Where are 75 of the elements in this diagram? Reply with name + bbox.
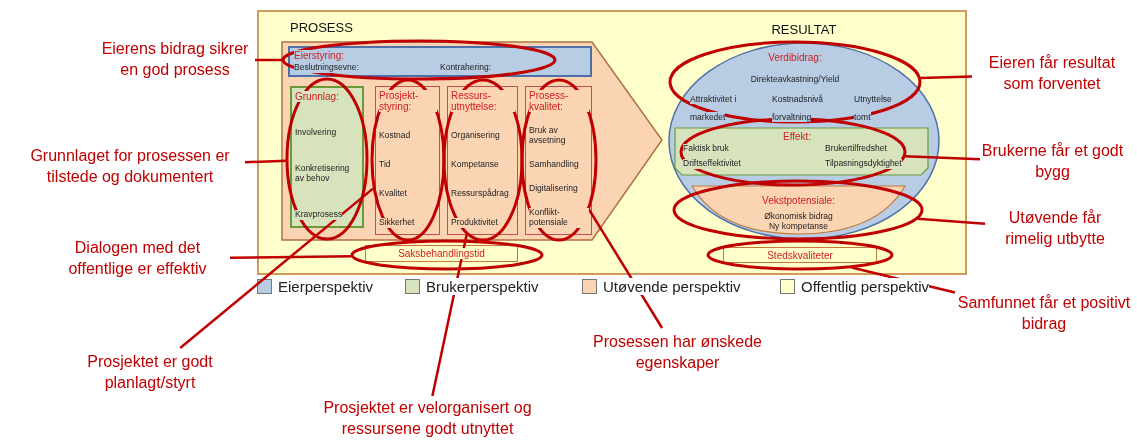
item-text: Samhandling (529, 160, 579, 170)
item-text: Driftseffektivitet (683, 159, 741, 169)
category-box (288, 46, 592, 77)
box-heading: Ressurs-utnyttelse: (451, 90, 515, 112)
callout-text: Brukerne får et godt bygg (980, 138, 1125, 186)
highlight-ellipse (369, 78, 446, 242)
legend-label: Utøvende perspektiv (603, 278, 741, 295)
category-band (692, 186, 905, 234)
category-box (290, 86, 364, 228)
leader-line (179, 187, 374, 349)
item-text: Kravprosess (295, 210, 343, 220)
highlight-ellipse (519, 78, 598, 242)
box-heading: Prosess-kvalitet: (529, 90, 589, 112)
section-heading: PROSESS (290, 20, 353, 35)
item-text: Faktisk bruk (683, 144, 729, 154)
item-text: Ny kompetanse (768, 221, 829, 231)
item-text: Kontrahering: (440, 63, 492, 73)
leader-line (255, 58, 282, 62)
leader-line (917, 217, 986, 226)
legend-label: Offentlig perspektiv (801, 278, 930, 295)
callout-text: Eieren får resultat som forventet (972, 50, 1132, 98)
item-text: Tilpasningsdyktighet (825, 159, 902, 169)
legend-label: Eierperspektiv (278, 278, 374, 295)
box-heading: Effekt: (783, 131, 812, 142)
highlight-ellipse (706, 239, 894, 271)
legend-label: Brukerperspektiv (426, 278, 539, 295)
category-box (723, 247, 877, 263)
highlight-ellipse (672, 179, 924, 241)
leader-line (587, 208, 664, 329)
category-box (447, 86, 518, 235)
box-heading: Verdibidrag: (768, 52, 822, 63)
callout-text: Prosessen har ønskede egenskaper (585, 328, 770, 378)
item-text: Digitalisering (529, 184, 578, 195)
leader-line (431, 234, 468, 397)
highlight-ellipse (350, 239, 544, 271)
item-text: Kvalitet (379, 189, 407, 199)
item-text: Direkteavkastning/Yield (750, 74, 840, 84)
item-text: Organisering (451, 131, 500, 141)
item-text: Involvering (295, 128, 337, 139)
callout-text: Dialogen med det offentlige er effektiv (45, 235, 230, 283)
box-heading: Prosjekt-styring: (379, 90, 437, 112)
item-text: Økonomisk bidrag (764, 211, 833, 221)
item-text: Tid (379, 160, 391, 170)
highlight-ellipse (281, 39, 557, 81)
callout-text: Utøvende får rimelig utbytte (985, 205, 1125, 253)
leader-line (230, 254, 352, 260)
box-heading: Eierstyring: (294, 50, 344, 61)
section-heading: RESULTAT (771, 22, 837, 37)
callout-text: Samfunnet får et positivt bidrag (955, 290, 1133, 338)
category-box (375, 86, 440, 235)
category-band (675, 128, 928, 175)
leader-line (905, 155, 981, 161)
leader-line (920, 75, 973, 80)
item-text: Produktivitet (451, 218, 498, 228)
item-text: Sikkerhet (379, 218, 415, 228)
item-text: Kostnad (379, 131, 411, 141)
box-heading: Grunnlag: (295, 91, 339, 102)
box-heading: Stedskvaliteter (767, 249, 833, 261)
category-box (365, 245, 518, 262)
callout-text: Prosjektet er velorganisert og ressursene godt utnyttet (300, 396, 555, 442)
item-text: Ressurspådrag (451, 189, 509, 199)
highlight-ellipse (285, 77, 369, 241)
item-text: Konflikt-potensiale (529, 208, 589, 228)
item-text: Brukertilfredshet (825, 144, 887, 154)
highlight-ellipse (441, 78, 524, 242)
category-box (525, 86, 592, 235)
callout-text: Prosjektet er godt planlagt/styrt (85, 348, 215, 398)
leader-line (244, 159, 287, 164)
item-text: Kompetanse (451, 160, 499, 170)
highlight-ellipse (668, 40, 922, 124)
item-text: Beslutningsevne: (294, 63, 359, 73)
callout-text: Eierens bidrag sikrer en god prosess (95, 36, 255, 84)
box-heading: Vekstpotensiale: (762, 195, 835, 206)
box-heading: Saksbehandlingstid (398, 248, 485, 259)
callout-text: Grunnlaget for prosessen er tilstede og dokumentert (15, 143, 245, 191)
